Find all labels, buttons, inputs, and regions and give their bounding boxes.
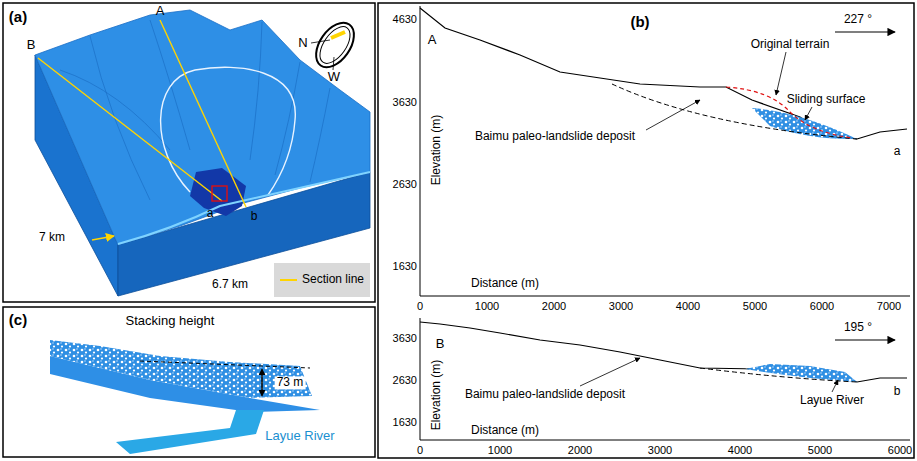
axis-tick: 1000	[475, 300, 499, 312]
axis-tick: 5000	[743, 300, 767, 312]
axis-tick: 1000	[488, 444, 512, 456]
compass-ring	[314, 21, 356, 68]
river-shape	[116, 410, 264, 454]
detail-box	[212, 186, 227, 201]
terrain-profile	[420, 322, 907, 382]
axis-tick: 4000	[676, 300, 700, 312]
axis-tick: 1630	[393, 416, 417, 428]
compass-needle	[331, 32, 345, 38]
terrain-profile	[420, 8, 907, 139]
deposit-stack	[50, 340, 312, 398]
section-line	[38, 58, 222, 201]
axis-tick: 6000	[810, 300, 834, 312]
leader-arrow	[580, 358, 640, 386]
axis-line	[420, 318, 421, 440]
dimension-label: 6.7 km	[212, 278, 248, 291]
axis-tick: 2630	[393, 374, 417, 386]
panel-frame	[3, 3, 375, 302]
axis-tick: 2630	[393, 178, 417, 190]
axis-tick: 3630	[393, 332, 417, 344]
flow-arrow	[92, 236, 114, 240]
leader-line	[333, 57, 334, 70]
compass-letter: W	[328, 70, 340, 84]
profile-end: B	[436, 337, 445, 351]
azimuth-label: 227 °	[844, 13, 872, 26]
compass-letter: N	[298, 36, 307, 50]
axis-tick: 4630	[393, 13, 417, 25]
leader-arrow	[805, 107, 812, 120]
axis-tick: 0	[417, 300, 423, 312]
axis-title: Distance (m)	[471, 424, 539, 437]
profile-end: A	[428, 33, 437, 47]
section-end: a	[207, 207, 214, 220]
axis-tick: 2000	[542, 300, 566, 312]
axis-line	[420, 6, 421, 296]
leader-line	[311, 40, 330, 43]
panel-letter: (b)	[630, 14, 649, 31]
axis-tick: 0	[417, 444, 423, 456]
leader-arrow	[832, 380, 838, 392]
axis-tick: 2000	[568, 444, 592, 456]
panel-title: Stacking height	[126, 314, 215, 328]
legend-sample	[280, 279, 297, 281]
sliding-surface	[700, 368, 857, 382]
axis-tick: 6000	[888, 444, 912, 456]
deposit-body	[752, 108, 857, 139]
callout-label: Baimu paleo-landslide deposit	[465, 388, 625, 401]
dimension-label: 73 m	[275, 376, 306, 389]
panel-letter: (a)	[9, 9, 27, 26]
leader-arrow	[646, 100, 700, 130]
axis-line	[420, 440, 910, 441]
axis-title: Elevation (m)	[430, 360, 443, 431]
section-end: B	[27, 38, 36, 52]
river-line	[118, 172, 370, 244]
river-label: Layue River	[265, 429, 334, 443]
axis-tick: 7000	[877, 300, 901, 312]
axis-tick: 4000	[728, 444, 752, 456]
section-end: A	[156, 4, 165, 18]
deposit-area	[190, 168, 246, 216]
height-line	[140, 361, 310, 368]
legend-text: Section line	[302, 273, 364, 286]
height-arrow	[262, 369, 263, 394]
azimuth-label: 195 °	[844, 321, 872, 334]
axis-line	[420, 296, 910, 297]
axis-tick: 3630	[393, 96, 417, 108]
panel-letter: (c)	[9, 312, 27, 329]
sliding-surface	[612, 84, 857, 139]
axis-tick: 3000	[609, 300, 633, 312]
section-line	[160, 20, 246, 207]
ridge-lines	[60, 20, 330, 200]
direction-arrow	[835, 339, 895, 340]
dimension-label: 7 km	[39, 231, 65, 244]
terrain-surface	[35, 10, 370, 245]
height-arrow	[262, 370, 263, 396]
deposit-body	[745, 364, 857, 382]
legend-box	[274, 263, 370, 297]
panel-frame	[3, 307, 375, 457]
callout-label: Baimu paleo-landslide deposit	[475, 130, 635, 143]
callout-label: Original terrain	[751, 38, 830, 51]
axis-tick: 5000	[808, 444, 832, 456]
leader-arrow	[776, 52, 786, 95]
panel-frame	[378, 3, 914, 458]
compass-ring	[308, 16, 361, 74]
axis-tick: 1630	[393, 260, 417, 272]
section-end: b	[251, 210, 258, 223]
axis-title: Elevation (m)	[430, 115, 443, 186]
axis-tick: 3000	[648, 444, 672, 456]
callout-label: Sliding surface	[787, 93, 866, 106]
profile-end: a	[894, 145, 901, 158]
callout-label: Layue River	[800, 394, 864, 407]
direction-arrow	[835, 31, 895, 32]
axis-title: Distance (m)	[471, 277, 539, 290]
profile-end: b	[894, 385, 901, 398]
